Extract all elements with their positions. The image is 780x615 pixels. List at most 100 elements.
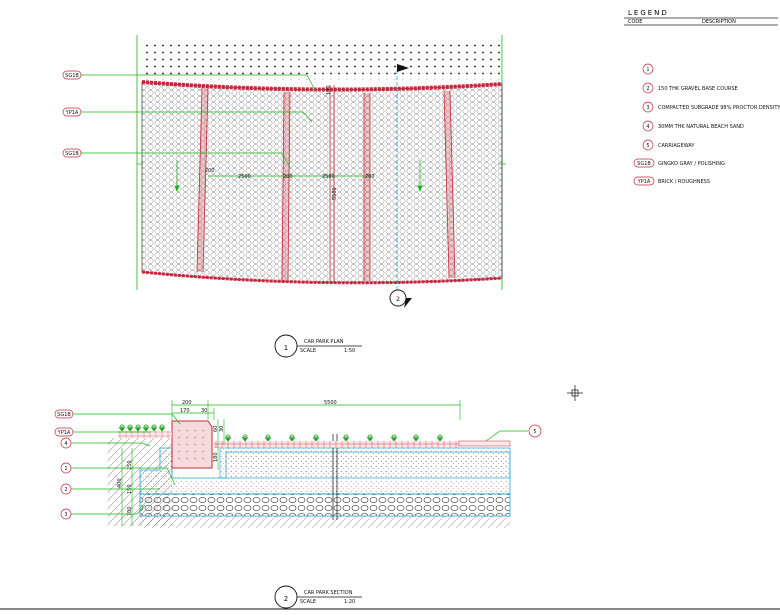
section-dim-200: 200 [182, 400, 192, 406]
grass-icon [241, 434, 249, 442]
legend-item-code: YP1A [637, 179, 651, 185]
car-park-plan: 2500 2500 200 200 200 5500 100 SG1B YP1A [62, 35, 506, 358]
section-dim-60: 60 [213, 426, 219, 432]
grass-icon [134, 424, 142, 432]
section-marker: 2 [389, 289, 412, 308]
legend-item-description: 150 THK GRAVEL BASE COURSE [658, 86, 738, 92]
plan-dim-4: 200 [283, 174, 293, 180]
grass-icon [288, 434, 296, 442]
section-dim-30: 30 [201, 408, 207, 414]
plan-dim-1: 2500 [238, 174, 251, 180]
legend-item: 1 [642, 63, 654, 75]
legend-col-description: DESCRIPTION [702, 19, 736, 25]
grass-icon [342, 434, 350, 442]
grass-icon [312, 434, 320, 442]
plan-dim-2: 2500 [322, 174, 335, 180]
section-subgrade [139, 493, 511, 517]
svg-text:3: 3 [64, 512, 67, 518]
grass-icon [158, 424, 166, 432]
svg-text:5: 5 [533, 429, 536, 435]
plan-edge-bottom [141, 270, 503, 285]
grass-icon [264, 434, 272, 442]
plan-dim-7: 100 [326, 85, 332, 95]
section-tags: SG1B YP1A 4 1 2 3 [54, 409, 181, 520]
legend: LEGEND CODE DESCRIPTION 1 2 150 THK GRAVEL… [624, 9, 780, 186]
grass-icon [366, 434, 374, 442]
legend-item: 3 COMPACTED SUBGRADE 98% PROCTOR DENSITY [642, 101, 780, 113]
grass-tufts [118, 424, 444, 442]
legend-title: LEGEND [628, 9, 669, 17]
legend-item: 4 30MM THK NATURAL BEACH SAND [642, 120, 744, 132]
plan-dim-5: 200 [365, 174, 375, 180]
plan-tag-yp1a: YP1A [62, 107, 313, 123]
section-tag: 3 [60, 504, 146, 520]
svg-text:YP1A: YP1A [65, 110, 79, 116]
legend-item-description: COMPACTED SUBGRADE 98% PROCTOR DENSITY [658, 105, 780, 111]
svg-text:YP1A: YP1A [57, 430, 71, 436]
svg-text:2: 2 [396, 296, 400, 303]
legend-item-code: 4 [646, 124, 649, 130]
plan-tag-sg1b-top: SG1B [62, 70, 316, 91]
grass-icon [436, 434, 444, 442]
legend-item-description: 30MM THK NATURAL BEACH SAND [658, 124, 744, 130]
section-dim-30v: 30 [219, 426, 225, 432]
plan-dim-6: 5500 [332, 187, 338, 200]
svg-text:SG1B: SG1B [65, 151, 79, 157]
legend-item: 2 150 THK GRAVEL BASE COURSE [642, 82, 738, 94]
svg-text:SG1B: SG1B [57, 412, 71, 418]
legend-item-code: SG1B [637, 161, 651, 167]
plan-scale-label: SCALE [300, 348, 316, 354]
legend-item-code: 2 [646, 86, 649, 92]
section-tag: 1 [60, 462, 176, 486]
plan-dim-3: 200 [205, 168, 215, 174]
section-dim-400: 400 [117, 478, 123, 488]
legend-item: YP1A BRICK / ROUGHNESS [633, 176, 710, 186]
legend-items: 1 2 150 THK GRAVEL BASE COURSE 3 COMPACTED S… [633, 63, 780, 186]
legend-item-code: 5 [646, 143, 649, 149]
legend-item-description: CARRIAGEWAY [658, 143, 695, 149]
plan-brick-bands [196, 85, 456, 282]
section-scale-value: 1:20 [344, 599, 355, 605]
plan-tag-sg1b-mid: SG1B [62, 148, 291, 168]
legend-item: 5 CARRIAGEWAY [642, 139, 695, 151]
section-tag: SG1B [54, 409, 181, 425]
section-title: CAR PARK SECTION [304, 590, 353, 596]
grass-icon [390, 434, 398, 442]
section-dim-150a: 150 [127, 460, 133, 470]
legend-item-code: 1 [646, 67, 649, 73]
svg-text:2: 2 [64, 487, 67, 493]
grass-icon [150, 424, 158, 432]
legend-item-description: GINGKO GRAY / POLISHING [658, 161, 725, 167]
section-dim-180: 180 [213, 452, 219, 462]
grass-icon [126, 424, 134, 432]
legend-item-description: BRICK / ROUGHNESS [658, 179, 710, 185]
plan-title: CAR PARK PLAN [304, 339, 344, 345]
plan-scale-value: 1:50 [344, 348, 355, 354]
plan-gravel-strip [142, 44, 502, 80]
section-scale-label: SCALE [300, 599, 316, 605]
plan-edge-top [141, 80, 503, 92]
plan-title-block: 1 CAR PARK PLAN SCALE 1:50 [274, 334, 362, 358]
svg-text:SG1B: SG1B [65, 73, 79, 79]
legend-item-code: 3 [646, 105, 649, 111]
section-dim-170: 170 [180, 408, 190, 414]
flag-icon [397, 64, 409, 72]
section-title-number: 2 [284, 595, 288, 603]
car-park-section: 200 170 30 5500 400 150 [54, 400, 542, 609]
svg-text:1: 1 [64, 466, 67, 472]
section-tag-5: 5 [485, 424, 542, 442]
section-tag: 4 [60, 437, 151, 449]
legend-item: SG1B GINGKO GRAY / POLISHING [633, 158, 725, 168]
grass-icon [142, 424, 150, 432]
section-title-block: 2 CAR PARK SECTION SCALE 1:20 [274, 585, 362, 609]
plan-title-number: 1 [284, 344, 288, 352]
legend-col-code: CODE [628, 19, 642, 25]
section-tag: YP1A [54, 427, 150, 437]
plan-tags: SG1B YP1A SG1B [62, 70, 316, 168]
section-paving-surface [214, 441, 459, 448]
grass-icon [118, 424, 126, 432]
svg-text:4: 4 [64, 441, 67, 447]
crosshair-cursor-icon [567, 385, 583, 401]
